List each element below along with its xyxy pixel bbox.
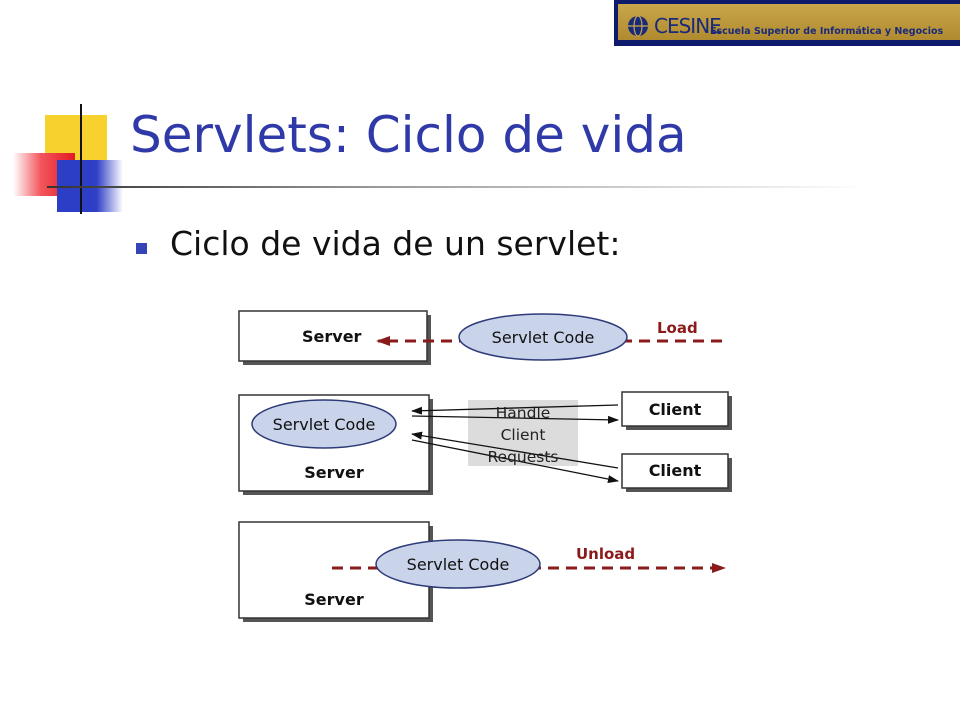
logo-background: CESINE Escuela Superior de Informática y… [618,4,960,40]
servlet-code-label: Servlet Code [492,328,595,347]
load-label: Load [657,319,698,337]
server-label: Server [304,590,364,609]
title-underline [47,186,867,188]
servlet-code-label: Servlet Code [273,415,376,434]
servlet-code-ellipse [458,313,628,361]
handle-label-line1: Handle [496,404,551,422]
institution-logo: CESINE Escuela Superior de Informática y… [614,0,960,46]
logo-name: CESINE [654,14,722,38]
bullet-square-icon [136,243,147,254]
bullet-text: Ciclo de vida de un servlet: [170,224,621,263]
server-label: Server [302,327,362,346]
slide-title: Servlets: Ciclo de vida [130,106,687,164]
stage-unload: Servlet Code Unload Server [238,521,726,622]
stage-handle: Client Client Servlet Code Server Handle… [238,391,732,495]
handle-label-line3: Requests [487,448,558,466]
stage-load: Server Servlet Code Load [238,310,722,365]
response-arrow [411,415,619,424]
response-arrow [411,439,619,483]
client-box-top [621,391,729,427]
unload-label: Unload [576,545,635,563]
decor-vertical-line [80,104,82,214]
servlet-code-ellipse [251,399,397,449]
handle-label-line2: Client [501,426,546,444]
servlet-lifecycle-diagram: Server Servlet Code Load Client Client S… [238,310,732,622]
globe-icon [628,15,648,37]
server-box [238,310,428,362]
decor-yellow-square [45,115,107,160]
request-arrow [411,431,619,469]
server-label: Server [304,463,364,482]
logo-subtitle: Escuela Superior de Informática y Negoci… [710,26,944,37]
client-label-top: Client [649,400,702,419]
client-label-bottom: Client [649,461,702,480]
request-arrow [411,404,619,415]
client-box-bottom [621,453,729,489]
servlet-code-label: Servlet Code [407,555,510,574]
servlet-code-ellipse [375,539,541,589]
